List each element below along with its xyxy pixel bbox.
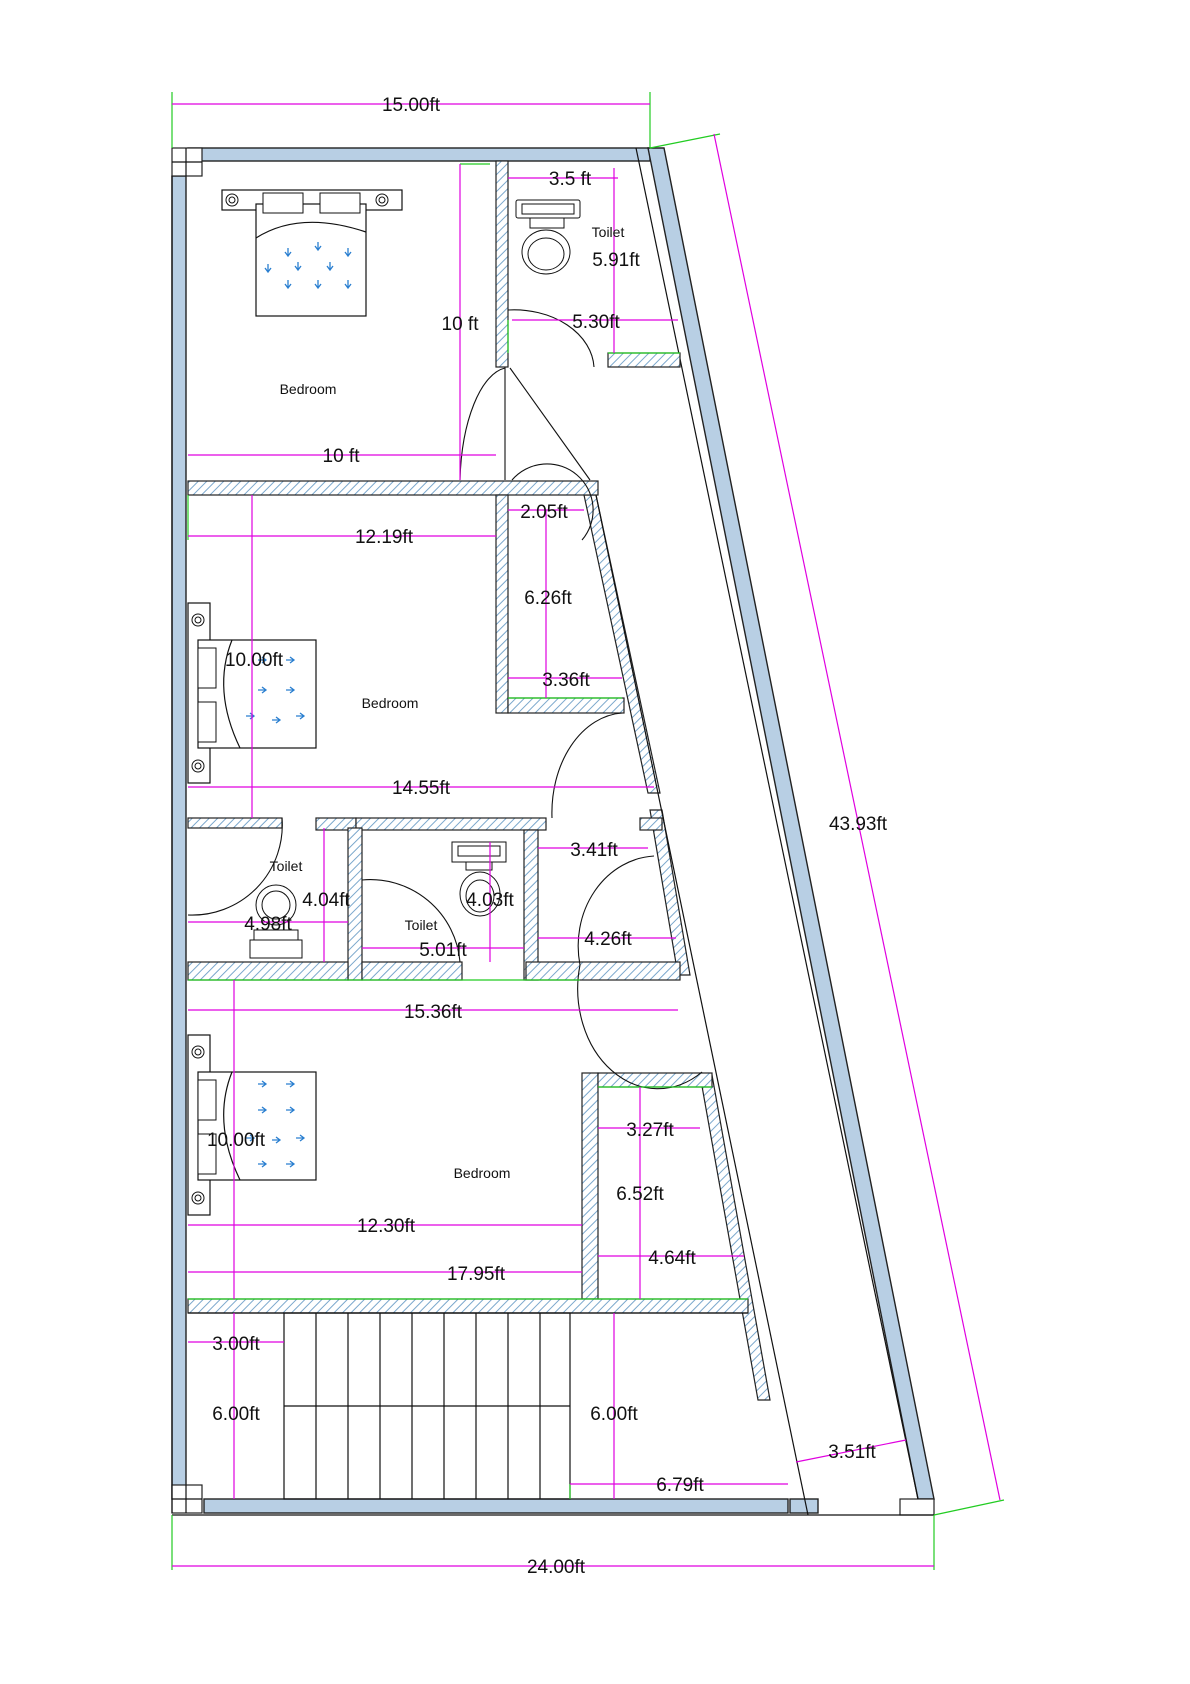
dim-bed1-width: 10 ft [323, 446, 361, 467]
dim-bottom-width: 24.00ft [527, 1557, 586, 1578]
dim-closet2-bottom: 4.64ft [648, 1248, 696, 1269]
wc-1-icon [515, 199, 581, 275]
dim-toilet2-height: 4.04ft [302, 890, 350, 911]
dim-bed3-height: 10.00ft [207, 1130, 266, 1151]
bed-1-icon [221, 189, 403, 317]
dim-diagonal-length: 43.93ft [829, 814, 888, 835]
dim-corridor-end-width: 3.51ft [828, 1442, 876, 1463]
dim-top-width: 15.00ft [382, 95, 441, 116]
dim-toilet2-width: 4.98ft [244, 914, 292, 935]
room-label-toilet-3: Toilet [405, 917, 438, 933]
dim-stair-right-width: 6.79ft [656, 1475, 704, 1496]
dim-bed3-full-width: 15.36ft [404, 1002, 463, 1023]
staircase[interactable] [283, 1312, 571, 1500]
bed-3-icon [187, 1034, 317, 1216]
room-label-toilet-1: Toilet [592, 224, 625, 240]
dim-bed1-height: 10 ft [442, 314, 480, 335]
room-labels: Bedroom Bedroom Bedroom Toilet Toilet To… [270, 224, 625, 1181]
dim-passage-top: 3.41ft [570, 840, 618, 861]
guide-lines [171, 92, 1005, 1570]
dim-closet2-top: 3.27ft [626, 1120, 674, 1141]
dim-closet1-bottom: 3.36ft [542, 670, 590, 691]
dim-toilet3-height: 4.03ft [466, 890, 514, 911]
dim-bed2-height: 10.00ft [225, 650, 284, 671]
dim-closet1-height: 6.26ft [524, 588, 572, 609]
dim-passage-bottom: 4.26ft [584, 929, 632, 950]
dim-toilet3-width: 5.01ft [419, 940, 467, 961]
dimension-labels: 15.00ft 24.00ft 43.93ft 10 ft 10 ft 3.5 … [207, 95, 888, 1578]
wc-2-icon [249, 884, 303, 959]
interior-walls [187, 160, 749, 1314]
room-label-bedroom-2: Bedroom [362, 695, 419, 711]
bed-2-icon [187, 602, 317, 784]
doors [187, 309, 703, 1090]
room-label-toilet-2: Toilet [270, 858, 303, 874]
dim-bed3-width: 12.30ft [357, 1216, 416, 1237]
dim-toilet1-width: 3.5 ft [549, 169, 592, 190]
room-label-bedroom-3: Bedroom [454, 1165, 511, 1181]
room-label-bedroom-1: Bedroom [280, 381, 337, 397]
dim-toilet1-height: 5.91ft [592, 250, 640, 271]
dim-closet1-top: 2.05ft [520, 502, 568, 523]
dim-stair-landing-width: 3.00ft [212, 1334, 260, 1355]
inner-diagonal-wall [583, 147, 919, 1516]
dim-bed3-total: 17.95ft [447, 1264, 506, 1285]
outer-walls [171, 147, 935, 1516]
dim-bed2-width: 12.19ft [355, 527, 414, 548]
dim-closet2-height: 6.52ft [616, 1184, 664, 1205]
dim-toilet1-bottom: 5.30ft [572, 312, 620, 333]
dim-stair-left-height: 6.00ft [212, 1404, 260, 1425]
dim-stair-right-height: 6.00ft [590, 1404, 638, 1425]
dim-bed2-full-width: 14.55ft [392, 778, 451, 799]
dimension-lines [172, 103, 1001, 1567]
